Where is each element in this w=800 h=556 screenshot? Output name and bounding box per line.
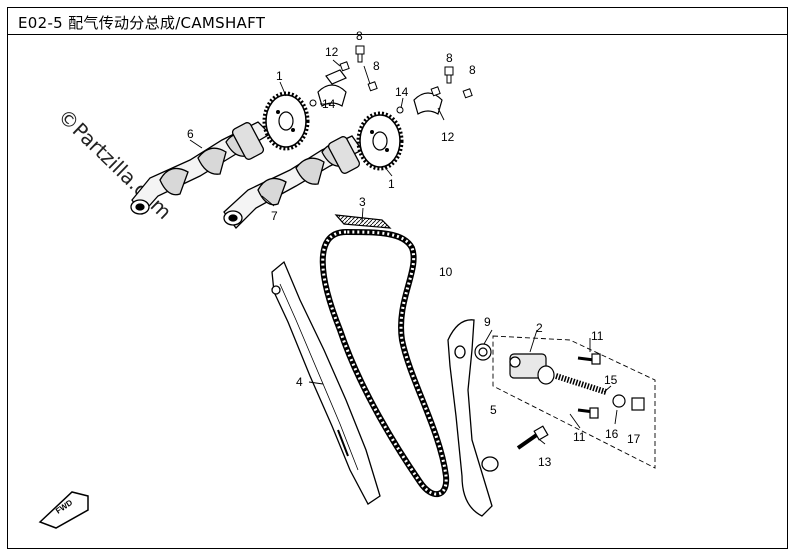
callout-7: 7 (271, 209, 278, 223)
callout-14b: 14 (395, 85, 409, 99)
retainer-plate-right (413, 92, 443, 115)
cam-sprocket-right (356, 111, 404, 171)
callout-3: 3 (359, 195, 366, 209)
callout-4: 4 (296, 375, 303, 389)
callout-8a: 8 (356, 29, 363, 43)
tensioner-assembly (474, 343, 645, 450)
camshaft-intake (223, 135, 363, 229)
callout-15: 15 (604, 373, 618, 387)
callout-16: 16 (605, 427, 619, 441)
chain-guide-pad (334, 214, 392, 229)
callout-5: 5 (490, 403, 497, 417)
bolts-group (309, 45, 473, 114)
callout-17: 17 (627, 432, 641, 446)
callout-2: 2 (536, 321, 543, 335)
cam-sprocket-left (262, 91, 310, 151)
diagram-frame (7, 34, 788, 549)
callout-14a: 14 (322, 97, 336, 111)
title-bar: E02-5 配气传动分总成/CAMSHAFT (7, 7, 788, 35)
callout-8d: 8 (469, 63, 476, 77)
page-title: E02-5 配气传动分总成/CAMSHAFT (18, 14, 266, 32)
callout-8c: 8 (446, 51, 453, 65)
chain-guide-fixed (271, 260, 381, 505)
callout-9: 9 (484, 315, 491, 329)
timing-chain (319, 228, 450, 497)
callout-11b: 11 (573, 430, 586, 444)
callout-6: 6 (187, 127, 194, 141)
callout-labels: 1 1 2 3 4 5 6 7 8 8 8 8 9 10 11 11 12 12… (187, 29, 641, 469)
callout-11a: 11 (591, 329, 604, 343)
callout-10: 10 (439, 265, 453, 279)
fwd-direction-badge: FWD (38, 491, 89, 529)
chain-tensioner-arm (447, 319, 499, 517)
callout-13: 13 (538, 455, 552, 469)
callout-12a: 12 (325, 45, 339, 59)
tensioner-outline (492, 335, 656, 469)
callout-1a: 1 (276, 69, 283, 83)
callout-12b: 12 (441, 130, 455, 144)
camshaft-exhaust (130, 121, 272, 216)
callout-8b: 8 (373, 59, 380, 73)
leader-lines (189, 59, 618, 445)
callout-1b: 1 (388, 177, 395, 191)
